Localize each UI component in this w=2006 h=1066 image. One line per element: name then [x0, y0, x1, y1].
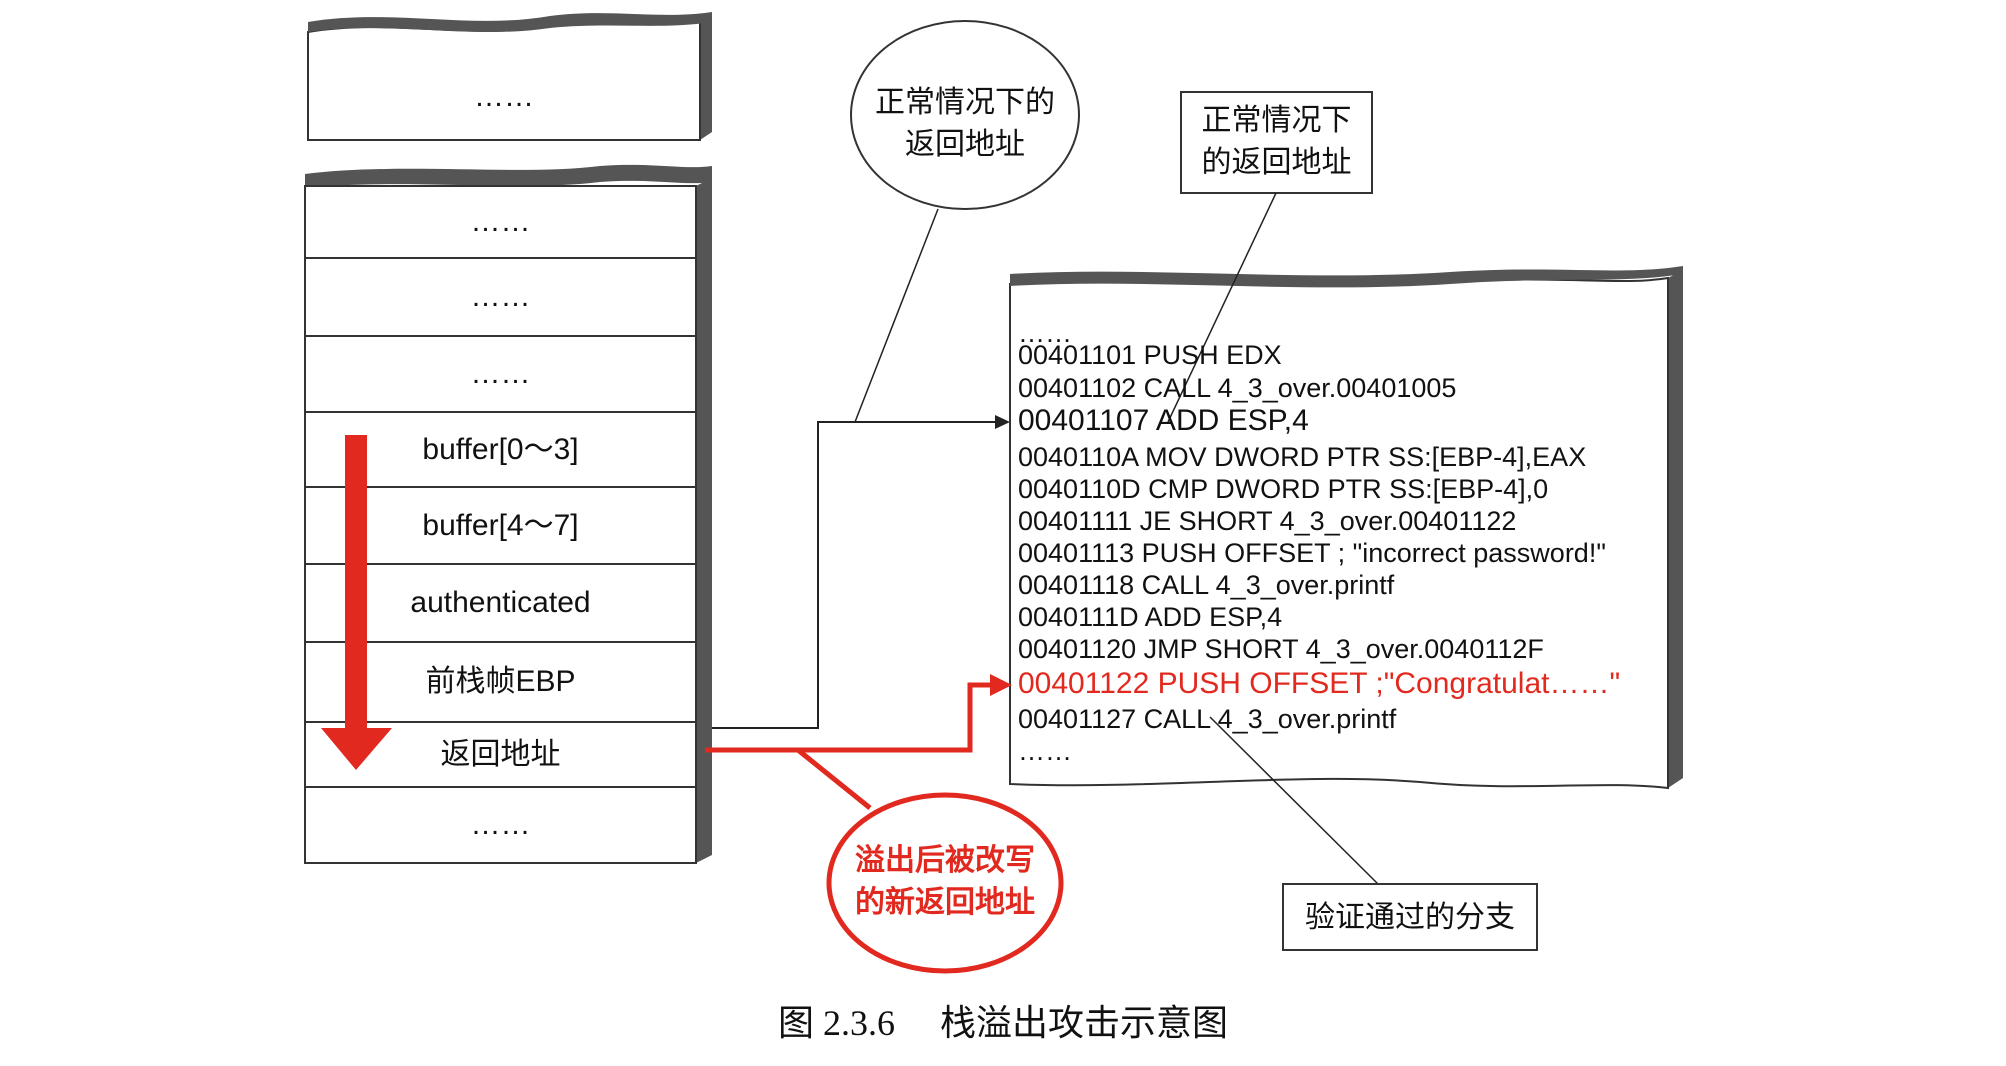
normal-return-box-line-2: 的返回地址	[1201, 146, 1352, 179]
overflow-ellipse-line-1: 溢出后被改写	[855, 844, 1035, 877]
normal-return-path	[712, 415, 1010, 729]
stack-top-fragment-side	[700, 15, 712, 140]
stack-growth-arrow-head	[321, 728, 392, 770]
stack-row-label: authenticated	[410, 586, 591, 619]
normal-return-ellipse	[850, 20, 1080, 210]
code-line-highlighted: 00401122 PUSH OFFSET ;"Congratulat……"	[1018, 667, 1621, 700]
normal-return-ellipse-line-1: 正常情况下的	[875, 86, 1055, 119]
stack-body-top-edge	[305, 164, 712, 188]
normal-return-ellipse-pointer	[854, 208, 939, 423]
stack-row-label: ……	[470, 205, 531, 238]
normal-return-arrowhead	[995, 415, 1010, 429]
code-line: ……	[1018, 736, 1072, 766]
overflow-ellipse-text: 溢出后被改写 的新返回地址	[829, 840, 1061, 924]
code-panel-side	[1668, 270, 1683, 788]
code-line: 00401118 CALL 4_3_over.printf	[1018, 570, 1395, 600]
normal-return-ellipse-callout	[850, 20, 1080, 423]
code-line: 00401107 ADD ESP,4	[1018, 404, 1309, 437]
overflow-ellipse	[826, 792, 1064, 974]
code-line: 00401113 PUSH OFFSET ; "incorrect passwo…	[1018, 538, 1606, 568]
code-line: 0040110D CMP DWORD PTR SS:[EBP-4],0	[1018, 474, 1549, 504]
normal-return-box-callout	[1167, 91, 1373, 423]
verified-branch-text: 验证通过的分支	[1305, 901, 1515, 934]
code-line: 0040111D ADD ESP,4	[1018, 602, 1283, 632]
code-line: 00401111 JE SHORT 4_3_over.00401122	[1018, 506, 1517, 536]
stack-growth-arrow	[321, 435, 392, 770]
stack-row-label: 返回地址	[440, 737, 561, 771]
code-line: ……	[1018, 318, 1072, 348]
stack-row-label: ……	[470, 357, 531, 390]
normal-return-connector	[712, 421, 1005, 729]
code-line: 0040110A MOV DWORD PTR SS:[EBP-4],EAX	[1018, 442, 1587, 472]
overwritten-return-path	[705, 674, 1012, 753]
verified-branch-callout	[1209, 716, 1538, 951]
code-panel-shape	[1009, 266, 1683, 790]
overwritten-return-connector	[705, 682, 992, 753]
normal-return-box	[1180, 91, 1373, 194]
stack-row-label: ……	[470, 808, 531, 841]
code-line: 00401102 CALL 4_3_over.00401005	[1018, 373, 1457, 403]
normal-return-ellipse-line-2: 返回地址	[905, 128, 1025, 161]
stack-row-dividers	[305, 257, 696, 788]
stack-top-fragment-shape	[307, 12, 712, 141]
stack-row-label: buffer[0～3]	[422, 432, 579, 466]
stack-body-side	[696, 178, 712, 863]
stack-row-label: buffer[4～7]	[422, 508, 579, 542]
normal-return-ellipse-text: 正常情况下的 返回地址	[855, 82, 1075, 166]
normal-return-box-pointer	[1167, 192, 1277, 423]
code-line: 00401101 PUSH EDX	[1018, 340, 1282, 370]
code-line: 00401120 JMP SHORT 4_3_over.0040112F	[1018, 634, 1544, 664]
verified-branch-pointer	[1209, 716, 1379, 885]
overflow-ellipse-callout	[796, 748, 1064, 974]
stack-growth-arrow-shaft	[345, 435, 367, 730]
figure-caption: 图 2.3.6 栈溢出攻击示意图	[777, 1003, 1228, 1043]
overflow-ellipse-pointer	[796, 748, 872, 810]
verified-branch-box	[1282, 883, 1538, 951]
code-panel-top-edge	[1010, 266, 1683, 288]
code-line: 00401127 CALL 4_3_over.printf	[1018, 704, 1397, 734]
stack-top-fragment-top-edge	[308, 12, 712, 32]
stack-top-fragment-label: ……	[474, 80, 534, 113]
overflow-ellipse-line-2: 的新返回地址	[855, 886, 1035, 919]
normal-return-box-text: 正常情况下 的返回地址	[1181, 100, 1372, 184]
stack-row-label: ……	[470, 280, 531, 313]
normal-return-box-line-1: 正常情况下	[1201, 104, 1352, 137]
overwritten-return-arrowhead	[990, 674, 1012, 696]
stack-row-label: 前栈帧EBP	[425, 665, 576, 698]
